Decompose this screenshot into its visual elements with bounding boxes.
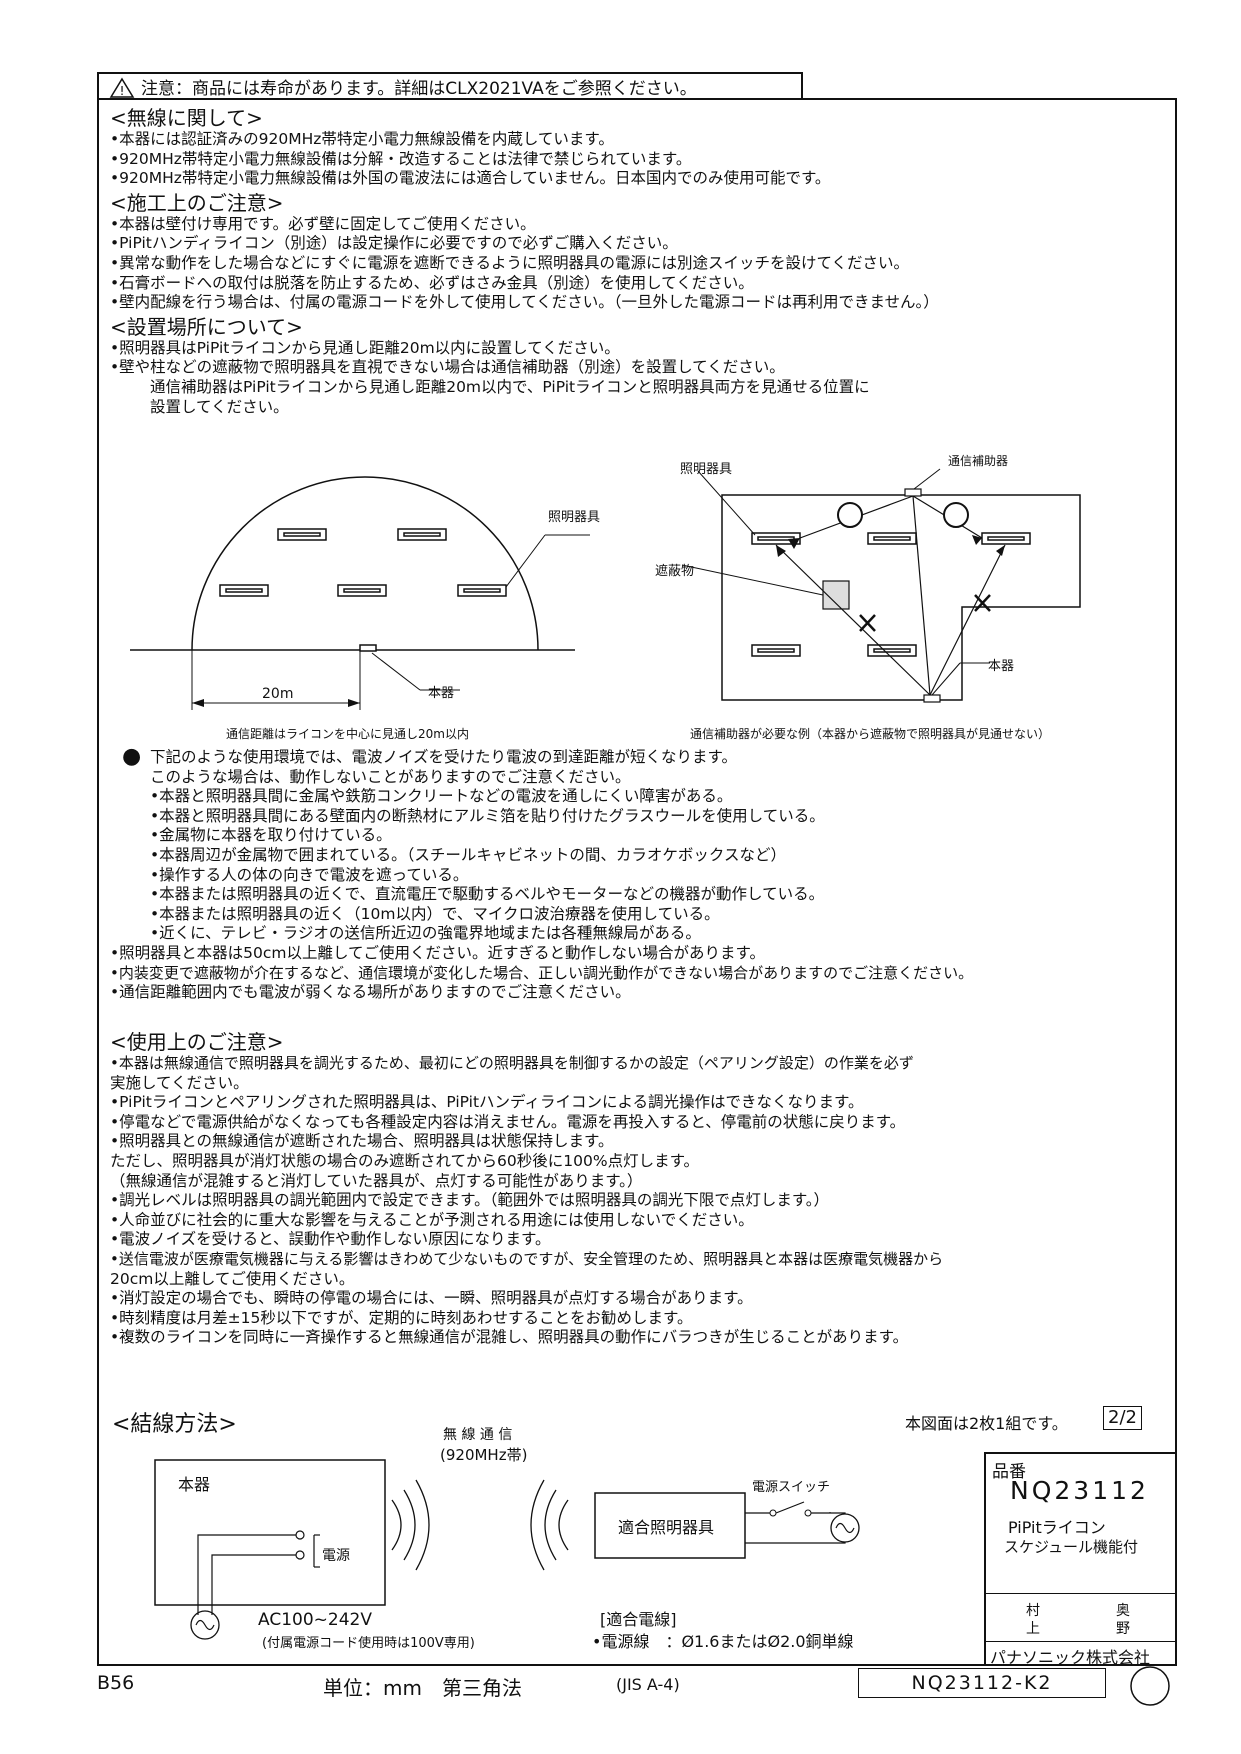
list-item: •照明器具はPiPitライコンから見通し距離20m以内に設置してください。 bbox=[110, 338, 620, 357]
list-item: •停電などで電源供給がなくなっても各種設定内容は消えません。電源を再投入すると、… bbox=[110, 1112, 906, 1131]
power-label: 電源 bbox=[322, 1548, 350, 1564]
heading-usage: <使用上のご注意> bbox=[110, 1030, 284, 1054]
diagram-caption: 通信距離はライコンを中心に見通し20m以内 bbox=[226, 727, 469, 741]
product-name: PiPitライコン bbox=[1008, 1518, 1106, 1537]
list-item: •壁や柱などの遮蔽物で照明器具を直視できない場合は通信補助器（別途）を設置してく… bbox=[110, 358, 785, 377]
signer-name: 上 bbox=[1026, 1621, 1040, 1637]
list-item: •本器は壁付け専用です。必ず壁に固定してご使用ください。 bbox=[110, 214, 536, 233]
band-label: (920MHz帯) bbox=[440, 1446, 528, 1464]
list-item: •PiPitハンディライコン（別途）は設定操作に必要ですので必ずご購入ください。 bbox=[110, 234, 678, 253]
list-item: •本器は無線通信で照明器具を調光するため、最初にどの照明器具を制御するかの設定（… bbox=[110, 1054, 914, 1072]
heading-location: <設置場所について> bbox=[110, 314, 303, 339]
heading-install: <施工上のご注意> bbox=[110, 190, 284, 215]
list-subitem: •近くに、テレビ・ラジオの送信所近辺の強電界地域または各種無線局がある。 bbox=[150, 924, 701, 943]
list-item: •石膏ボードへの取付は脱落を防止するため、必ずはさみ金具（別途）を使用してくださ… bbox=[110, 273, 754, 292]
repeater-diagram bbox=[681, 468, 1081, 703]
list-item: 下記のような使用環境では、電波ノイズを受けたり電波の到達距離が短くなります。 bbox=[150, 748, 737, 766]
label-distance: 20m bbox=[262, 686, 294, 702]
list-item: •壁内配線を行う場合は、付属の電源コードを外して使用してください。（一旦外した電… bbox=[110, 293, 939, 312]
label-fixture: 照明器具 bbox=[680, 462, 733, 477]
wireless-label: 無 線 通 信 bbox=[443, 1427, 513, 1443]
svg-text:!: ! bbox=[120, 84, 125, 98]
title-cell-product: 品番 NQ23112 PiPitライコン スケジュール機能付 bbox=[986, 1454, 1177, 1594]
label-obstacle: 遮蔽物 bbox=[655, 564, 695, 579]
wiring-diagram bbox=[154, 1459, 860, 1640]
list-item: •時刻精度は月差±15秒以下ですが、定期的に時刻あわせすることをお勧めします。 bbox=[110, 1308, 693, 1327]
diagram-caption: 通信補助器が必要な例（本器から遮蔽物で照明器具が見通せない） bbox=[690, 727, 1051, 741]
list-item: •本器には認証済みの920MHz帯特定小電力無線設備を内蔵しています。 bbox=[110, 130, 614, 148]
unit-projection: 単位：mm 第三角法 bbox=[323, 1676, 522, 1700]
label-fixture: 照明器具 bbox=[548, 510, 601, 525]
bullet-icon: ● bbox=[122, 744, 142, 769]
label-device: 本器 bbox=[428, 686, 455, 701]
coverage-diagram bbox=[130, 476, 590, 710]
drawing-number: NQ23112-K2 bbox=[858, 1668, 1106, 1698]
list-item: •人命並びに社会的に重大な影響を与えることが予測される用途には使用しないでくださ… bbox=[110, 1210, 754, 1229]
wire-heading: [適合電線] bbox=[600, 1610, 677, 1629]
caution-banner: ! 注意：商品には寿命があります。詳細はCLX2021VAをご参照ください。 bbox=[97, 72, 803, 100]
label-device: 本器 bbox=[988, 659, 1015, 674]
list-item: •電波ノイズを受けると、誤動作や動作しない原因になります。 bbox=[110, 1230, 551, 1249]
list-subitem: •操作する人の体の向きで電波を遮っている。 bbox=[150, 865, 469, 884]
list-item: 実施してください。 bbox=[110, 1073, 249, 1092]
signer-name: 奥 bbox=[1116, 1603, 1130, 1619]
signer-name: 野 bbox=[1116, 1621, 1130, 1637]
list-item: •異常な動作をした場合などにすぐに電源を遮断できるように照明器具の電源には別途ス… bbox=[110, 253, 910, 272]
revision-circle bbox=[1130, 1666, 1170, 1706]
list-item: •内装変更で遮蔽物が介在するなど、通信環境が変化した場合、正しい調光動作ができな… bbox=[110, 963, 974, 982]
list-item: •照明器具との無線通信が遮断された場合、照明器具は状態保持します。 bbox=[110, 1132, 614, 1151]
list-item: •PiPitライコンとペアリングされた照明器具は、PiPitハンディライコンによ… bbox=[110, 1093, 864, 1112]
list-subitem: 設置してください。 bbox=[150, 397, 289, 416]
list-item: ただし、照明器具が消灯状態の場合のみ遮断されてから60秒後に100%点灯します。 bbox=[110, 1151, 700, 1170]
list-subitem: •本器または照明器具の近くで、直流電圧で駆動するベルやモーターなどの機器が動作し… bbox=[150, 885, 825, 904]
list-item: •920MHz帯特定小電力無線設備は外国の電波法には適合していません。日本国内で… bbox=[110, 169, 831, 188]
list-item: 20cm以上離してご使用ください。 bbox=[110, 1269, 355, 1288]
list-item: （無線通信が混雑すると消灯していた器具が、点灯する可能性があります。） bbox=[110, 1171, 643, 1190]
part-number: NQ23112 bbox=[1010, 1476, 1149, 1505]
notes-usage: <使用上のご注意> •本器は無線通信で照明器具を調光するため、最初にどの照明器具… bbox=[110, 1028, 1170, 1348]
device-label: 本器 bbox=[178, 1475, 211, 1494]
signer-name: 村 bbox=[1026, 1603, 1040, 1619]
document-frame bbox=[97, 98, 1177, 1666]
list-item: •調光レベルは照明器具の調光範囲内で設定できます。（範囲外では照明器具の調光下限… bbox=[110, 1191, 830, 1210]
list-item: •920MHz帯特定小電力無線設備は分解・改造することは法律で禁じられています。 bbox=[110, 149, 692, 168]
part-label: 品番 bbox=[992, 1462, 1026, 1482]
fixture-label: 適合照明器具 bbox=[618, 1518, 715, 1537]
switch-label: 電源スイッチ bbox=[752, 1480, 831, 1495]
heading-wireless: <無線に関して> bbox=[110, 106, 263, 130]
list-subitem: 通信補助器はPiPitライコンから見通し距離20m以内で、PiPitライコンと照… bbox=[150, 377, 870, 396]
list-item: •送信電波が医療電気機器に与える影響はきわめて少ないものですが、安全管理のため、… bbox=[110, 1249, 944, 1268]
list-subitem: •本器と照明器具間に金属や鉄筋コンクリートなどの電波を通しにくい障害がある。 bbox=[150, 787, 733, 806]
product-subname: スケジュール機能付 bbox=[1004, 1538, 1138, 1556]
list-subitem: •本器周辺が金属物で囲まれている。（スチールキャビネットの間、カラオケボックスな… bbox=[150, 845, 786, 864]
caution-text: 注意：商品には寿命があります。詳細はCLX2021VAをご参照ください。 bbox=[141, 79, 697, 99]
title-cell-names: 村 上 奥 野 bbox=[986, 1594, 1177, 1642]
list-item: •照明器具と本器は50cm以上離してご使用ください。近すぎると動作しない場合があ… bbox=[110, 943, 765, 962]
list-subitem: •本器と照明器具間にある壁面内の断熱材にアルミ箔を貼り付けたグラスウールを使用し… bbox=[150, 806, 825, 825]
wire-spec: •電源線 ：Ø1.6またはØ2.0銅単線 bbox=[592, 1632, 854, 1651]
sheet-number: 2/2 bbox=[1103, 1406, 1142, 1430]
size-code: B56 bbox=[97, 1672, 135, 1694]
list-item: このような場合は、動作しないことがありますのでご注意ください。 bbox=[150, 767, 631, 786]
notes-upper: <無線に関して> •本器には認証済みの920MHz帯特定小電力無線設備を内蔵して… bbox=[110, 104, 1170, 417]
paper-size: (JIS A-4) bbox=[616, 1675, 680, 1694]
notes-environment: 下記のような使用環境では、電波ノイズを受けたり電波の到達距離が短くなります。 こ… bbox=[110, 748, 1170, 1003]
list-item: •複数のライコンを同時に一斉操作すると無線通信が混雑し、照明器具の動作にバラつき… bbox=[110, 1328, 909, 1347]
sheet-note: 本図面は2枚1組です。 bbox=[905, 1414, 1068, 1433]
list-item: •通信距離範囲内でも電波が弱くなる場所がありますのでご注意ください。 bbox=[110, 983, 631, 1002]
list-subitem: •金属物に本器を取り付けている。 bbox=[150, 826, 392, 845]
list-item: •消灯設定の場合でも、瞬時の停電の場合には、一瞬、照明器具が点灯する場合がありま… bbox=[110, 1289, 753, 1308]
ac-note: (付属電源コード使用時は100V専用) bbox=[262, 1636, 475, 1651]
ac-voltage-label: AC100~242V bbox=[258, 1610, 372, 1630]
title-block: 品番 NQ23112 PiPitライコン スケジュール機能付 村 上 奥 野 パ… bbox=[984, 1452, 1177, 1667]
warning-icon: ! bbox=[109, 74, 135, 102]
company-name: パナソニック株式会社 bbox=[990, 1648, 1151, 1667]
heading-wiring: <結線方法> bbox=[112, 1412, 237, 1437]
list-subitem: •本器または照明器具の近く（10m以内）で、マイクロ波治療器を使用している。 bbox=[150, 904, 720, 923]
label-repeater: 通信補助器 bbox=[948, 454, 1009, 468]
